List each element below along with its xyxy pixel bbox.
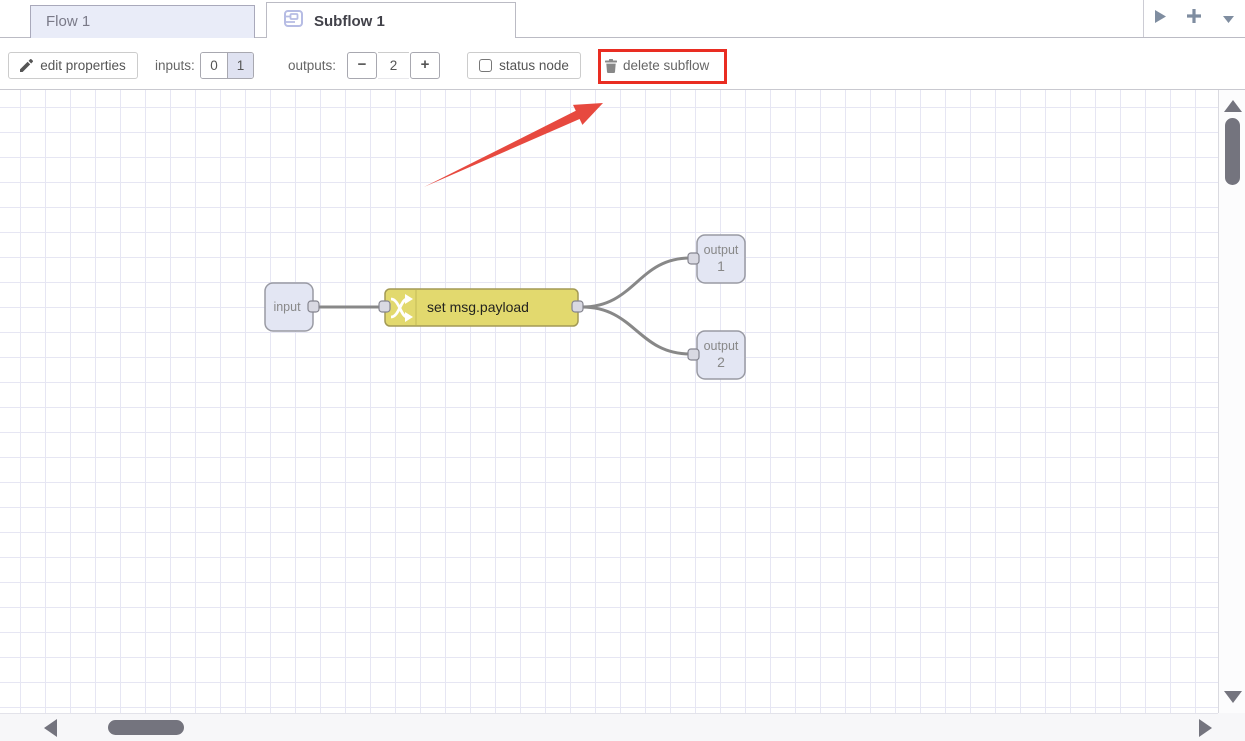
shuffle-icon — [390, 294, 413, 322]
edit-properties-button[interactable]: edit properties — [8, 52, 138, 79]
plus-icon — [1187, 9, 1202, 28]
scroll-right-button[interactable] — [1199, 719, 1212, 737]
status-node-button[interactable]: status node — [467, 52, 581, 79]
node-port[interactable] — [687, 252, 700, 265]
input-node-label: input — [273, 300, 301, 314]
output1-node-label: output — [704, 243, 739, 257]
node-port[interactable] — [687, 348, 700, 361]
scrollbar-corner — [1218, 713, 1245, 741]
chevron-down-icon — [1222, 10, 1234, 28]
wire-change-to-output1[interactable] — [580, 256, 692, 309]
change-node-label: set msg.payload — [427, 299, 529, 315]
status-node-label: status node — [499, 58, 569, 73]
subflow-icon — [281, 8, 305, 34]
pencil-icon — [20, 59, 34, 72]
horizontal-scrollbar — [0, 713, 1218, 741]
wire-change-to-output2[interactable] — [580, 305, 692, 356]
node-port[interactable] — [571, 300, 584, 313]
decrease-outputs-button[interactable]: − — [347, 52, 377, 79]
flow-canvas[interactable]: input set msg.payload output 1 — [0, 90, 1218, 713]
scroll-down-button[interactable] — [1224, 691, 1242, 703]
inputs-option-0[interactable]: 0 — [201, 53, 227, 78]
vertical-scroll-thumb[interactable] — [1225, 118, 1240, 185]
flow-node-input[interactable]: input — [264, 282, 320, 332]
node-port[interactable] — [307, 300, 320, 313]
outputs-label: outputs: — [288, 58, 337, 73]
tab-subflow-1-label: Subflow 1 — [314, 12, 385, 30]
delete-subflow-label: delete subflow — [623, 58, 710, 73]
subflow-toolbar: edit properties inputs: 0 1 outputs: − 2… — [0, 38, 1245, 90]
tab-flow-1-label: Flow 1 — [46, 13, 91, 30]
outputs-stepper: − 2 + — [347, 52, 440, 79]
tab-bar-controls — [1143, 0, 1245, 37]
tab-bar: Flow 1 Subflow 1 — [0, 0, 1245, 39]
next-tab-button[interactable] — [1147, 5, 1175, 33]
node-port[interactable] — [378, 300, 391, 313]
output2-node-label: output — [704, 339, 739, 353]
trash-icon — [605, 58, 617, 73]
output1-node-number: 1 — [717, 258, 725, 274]
delete-subflow-button[interactable]: delete subflow — [605, 53, 709, 78]
annotation-arrow — [424, 103, 603, 187]
scroll-left-button[interactable] — [44, 719, 57, 737]
inputs-toggle: 0 1 — [200, 52, 254, 79]
increase-outputs-button[interactable]: + — [410, 52, 440, 79]
inputs-label: inputs: — [155, 58, 195, 73]
flow-node-change[interactable]: set msg.payload — [378, 288, 584, 327]
status-node-checkbox[interactable] — [479, 59, 493, 72]
tab-list-button[interactable] — [1214, 5, 1242, 33]
edit-properties-label: edit properties — [40, 58, 126, 73]
output2-node-number: 2 — [717, 354, 725, 370]
vertical-scrollbar — [1218, 90, 1245, 713]
tab-flow-1[interactable]: Flow 1 — [30, 5, 255, 39]
outputs-value[interactable]: 2 — [378, 52, 409, 79]
add-tab-button[interactable] — [1180, 5, 1208, 33]
flow-node-output-1[interactable]: output 1 — [687, 234, 746, 284]
horizontal-scroll-thumb[interactable] — [108, 720, 184, 735]
scroll-up-button[interactable] — [1224, 100, 1242, 112]
tab-subflow-1[interactable]: Subflow 1 — [266, 2, 516, 39]
inputs-option-1[interactable]: 1 — [227, 53, 253, 78]
flow-node-output-2[interactable]: output 2 — [687, 330, 746, 380]
play-icon — [1155, 9, 1167, 28]
